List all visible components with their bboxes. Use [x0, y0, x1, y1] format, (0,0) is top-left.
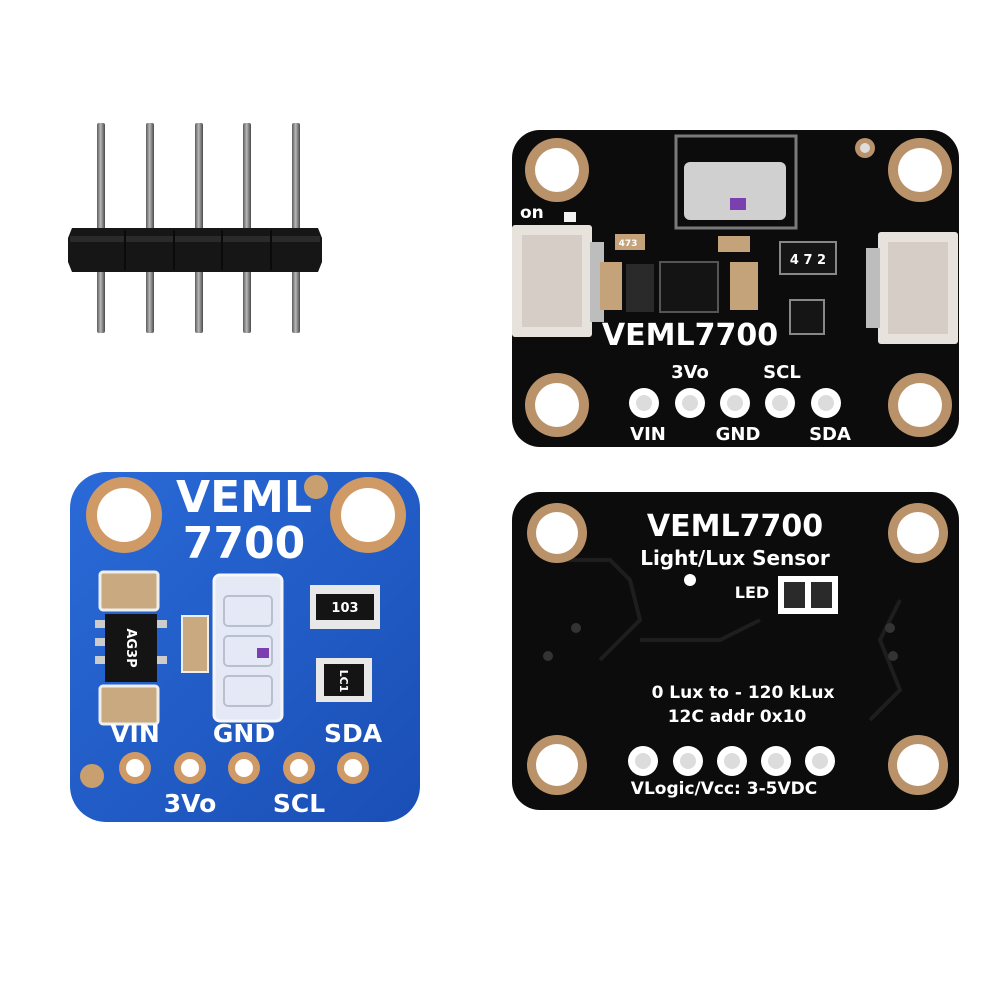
blue-breakout-board: VEML 7700 AG3P 103	[70, 472, 420, 822]
pin-label-vin: VIN	[630, 424, 666, 445]
pin-pads	[119, 752, 369, 784]
stemma-board-front: 4 7 2 473 on VEML7700 3Vo SCL VIN GND SD…	[512, 130, 959, 447]
led-jumper	[778, 576, 838, 614]
stemma-connector-right	[866, 232, 958, 344]
voltage-text: VLogic/Vcc: 3-5VDC	[631, 779, 817, 799]
regulator-label: AG3P	[123, 628, 138, 667]
resistor-network: 103	[310, 585, 380, 629]
stemma-connector-left	[512, 225, 604, 337]
board-title-line1: VEML	[176, 472, 312, 523]
board-title-line2: 7700	[183, 518, 305, 569]
light-sensor-chip	[212, 573, 284, 723]
pin-label-scl: SCL	[763, 362, 801, 383]
pin-label-gnd: GND	[716, 424, 761, 445]
i2c-addr-text: 12C addr 0x10	[668, 707, 807, 727]
pin-label-scl: SCL	[273, 789, 325, 818]
pin-label-3vo: 3Vo	[671, 362, 709, 383]
mounting-hole	[525, 138, 952, 437]
pin-label-gnd: GND	[213, 719, 275, 748]
pin-label-3vo: 3Vo	[164, 789, 217, 818]
small-chip-label: 473	[619, 239, 638, 249]
small-ic: LC1	[316, 658, 372, 702]
pin-label-sda: SDA	[324, 719, 383, 748]
pin-pads	[628, 746, 835, 776]
board-subtitle: Light/Lux Sensor	[640, 546, 830, 570]
mounting-hole	[527, 503, 948, 795]
voltage-regulator: AG3P	[95, 614, 167, 682]
mounting-hole	[86, 477, 406, 553]
pin-header	[68, 123, 322, 333]
light-sensor-window	[674, 134, 798, 230]
small-chip-label: LC1	[337, 670, 350, 693]
resistor-label: 4 7 2	[790, 253, 826, 268]
pin-label-sda: SDA	[809, 424, 851, 445]
board-title: VEML7700	[647, 509, 823, 544]
resistor-label: 103	[331, 601, 358, 616]
board-title: VEML7700	[602, 318, 778, 353]
pin-pads	[629, 388, 841, 418]
led-on-label: on	[520, 203, 544, 223]
resistor-network-front: 4 7 2	[779, 241, 837, 275]
header-plastic-strip	[68, 228, 322, 272]
range-text: 0 Lux to - 120 kLux	[652, 683, 835, 703]
pin-label-vin: VIN	[110, 719, 160, 748]
led-label: LED	[735, 583, 769, 602]
stemma-board-back: VEML7700 Light/Lux Sensor LED 0 Lux to -…	[512, 492, 959, 810]
